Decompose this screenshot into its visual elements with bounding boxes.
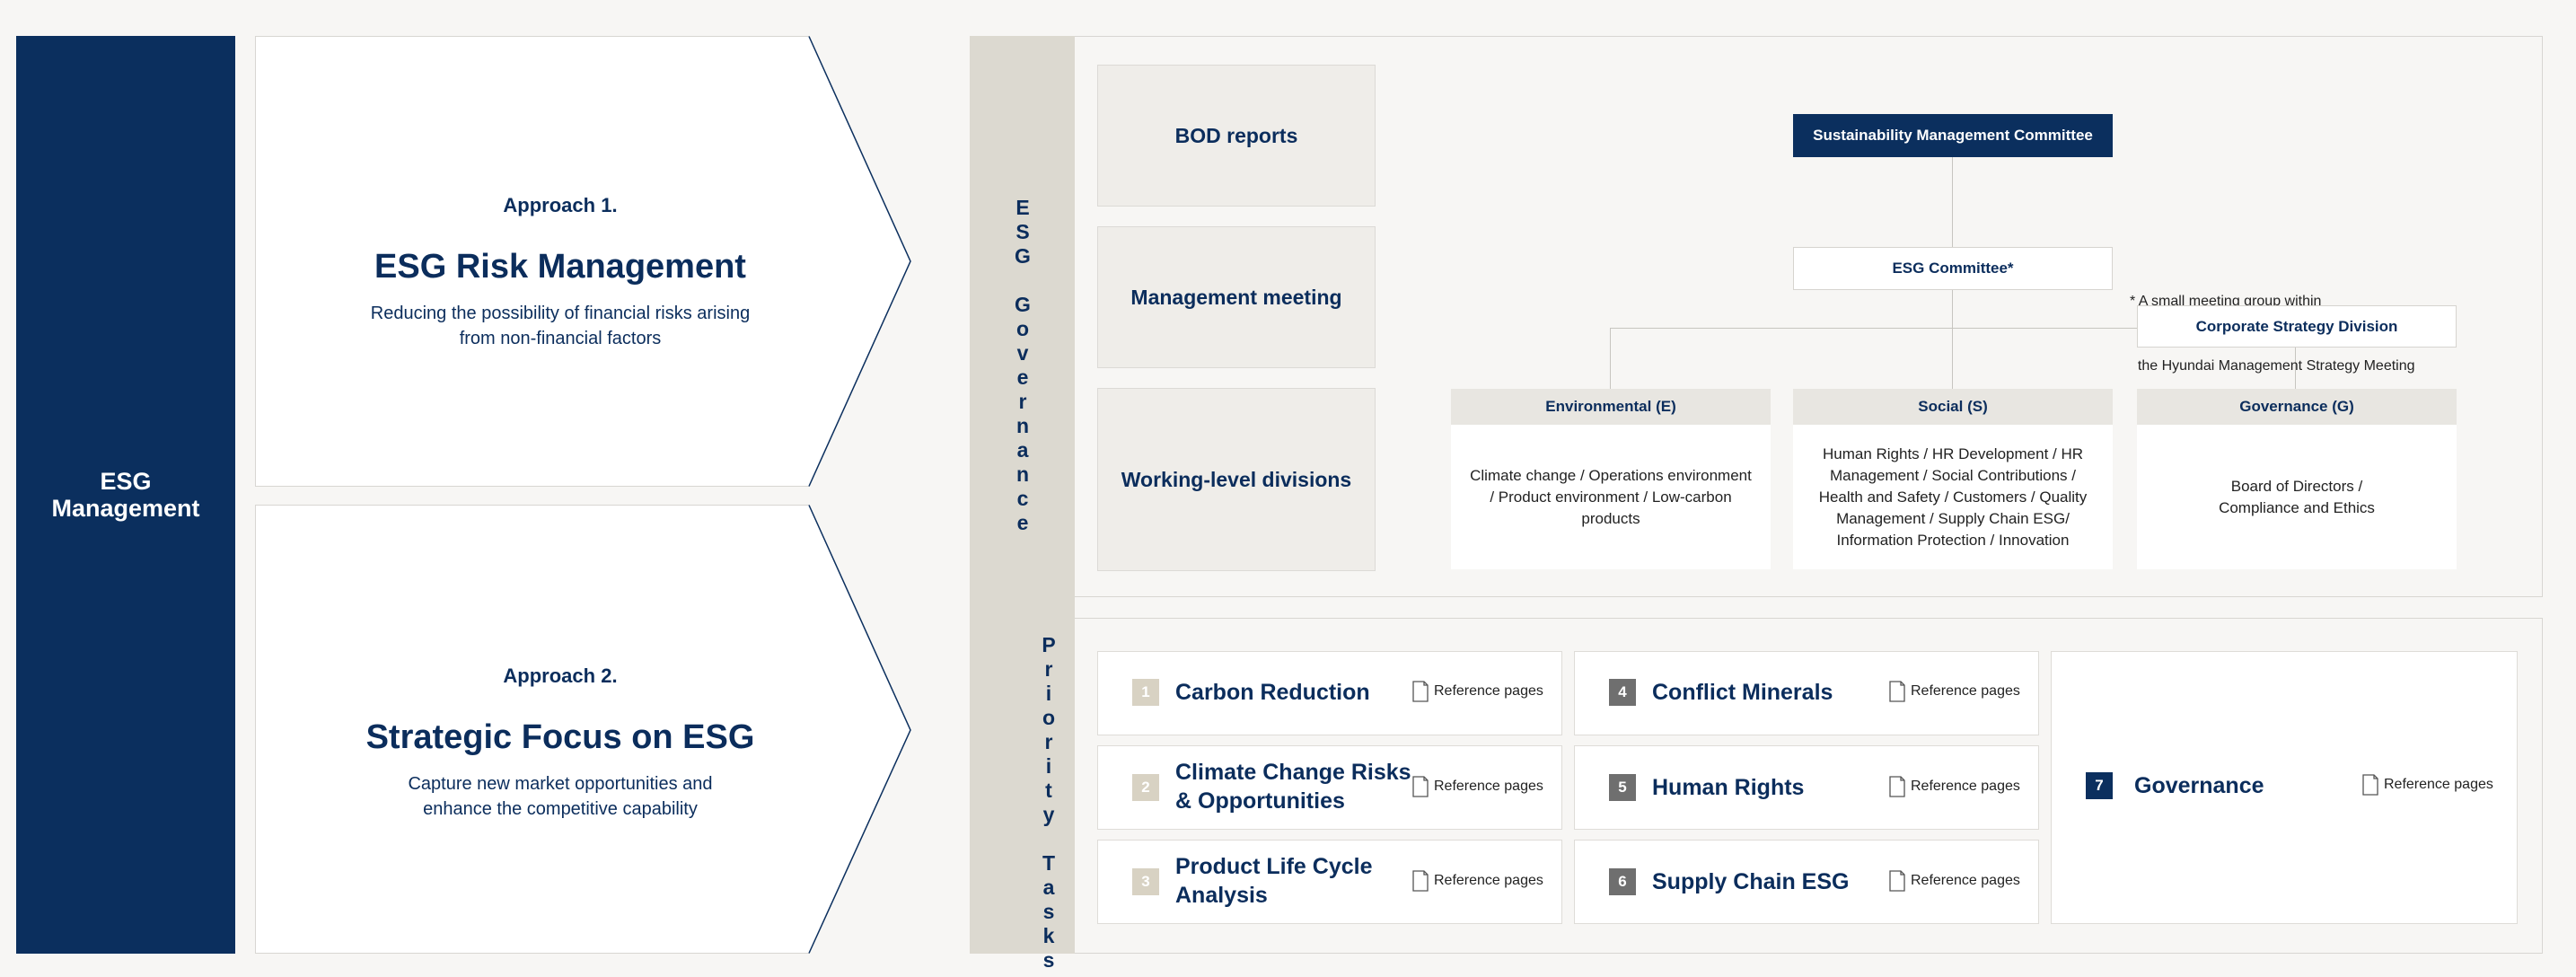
task-title-1: Carbon Reduction — [1175, 680, 1370, 705]
task-title-3: Product Life Cycle Analysis — [1175, 854, 1373, 908]
task-number-7: 7 — [2086, 772, 2113, 799]
document-icon — [2362, 774, 2378, 796]
task-number-5: 5 — [1609, 774, 1636, 801]
esg-management-label: ESG Management — [51, 468, 200, 522]
reference-pages-link-3[interactable]: Reference pages — [1412, 870, 1543, 892]
task-title-2: Climate Change Risks & Opportunities — [1175, 760, 1411, 814]
approach-2-desc-line-1: Capture new market opportunities and — [408, 774, 713, 794]
reference-pages-link-7[interactable]: Reference pages — [2362, 774, 2493, 796]
approach-1-title: ESG Risk Management — [374, 248, 746, 286]
reference-pages-link-1[interactable]: Reference pages — [1412, 681, 1543, 702]
connector-to-governance — [2295, 348, 2296, 389]
task-number-3: 3 — [1132, 868, 1159, 895]
document-icon — [1412, 776, 1429, 797]
approach-2-arrow — [255, 505, 911, 954]
category-social-body: Human Rights / HR Development / HR Manag… — [1793, 425, 2113, 569]
category-governance-head: Governance (G) — [2137, 389, 2457, 425]
task-card-2[interactable]: 2 Climate Change Risks & Opportunities R… — [1097, 745, 1562, 830]
document-icon — [1889, 681, 1905, 702]
approach-1-desc-line-2: from non-financial factors — [459, 329, 662, 348]
connector-to-environmental — [1610, 328, 1611, 389]
category-environmental-body: Climate change / Operations environment … — [1451, 425, 1771, 569]
category-governance-body: Board of Directors / Compliance and Ethi… — [2137, 425, 2457, 569]
corporate-strategy-division-box: Corporate Strategy Division — [2137, 305, 2457, 348]
level-working-divisions: Working-level divisions — [1097, 388, 1376, 571]
approach-2-content: Approach 2. Strategic Focus on ESG Captu… — [255, 665, 866, 822]
approach-1-arrow — [255, 36, 911, 487]
document-icon — [1412, 681, 1429, 702]
approach-2-label: Approach 2. — [503, 665, 618, 687]
connector-committee-to-esg — [1952, 157, 1953, 247]
reference-pages-link-2[interactable]: Reference pages — [1412, 776, 1543, 797]
task-card-1[interactable]: 1 Carbon Reduction Reference pages — [1097, 651, 1562, 735]
connector-esg-to-social — [1952, 290, 1953, 389]
esg-committee-note: * A small meeting group within the Hyund… — [2130, 294, 2415, 374]
document-icon — [1889, 870, 1905, 892]
task-card-3[interactable]: 3 Product Life Cycle Analysis Reference … — [1097, 840, 1562, 924]
approach-2-title: Strategic Focus on ESG — [365, 718, 755, 756]
task-title-6: Supply Chain ESG — [1652, 869, 1850, 894]
document-icon — [1412, 870, 1429, 892]
reference-pages-link-5[interactable]: Reference pages — [1889, 776, 2020, 797]
level-bod-reports: BOD reports — [1097, 65, 1376, 207]
task-title-5: Human Rights — [1652, 775, 1805, 800]
task-card-5[interactable]: 5 Human Rights Reference pages — [1574, 745, 2039, 830]
approach-1-content: Approach 1. ESG Risk Management Reducing… — [255, 194, 866, 351]
task-number-1: 1 — [1132, 679, 1159, 706]
task-number-2: 2 — [1132, 774, 1159, 801]
level-management-meeting: Management meeting — [1097, 226, 1376, 368]
task-card-6[interactable]: 6 Supply Chain ESG Reference pages — [1574, 840, 2039, 924]
task-card-4[interactable]: 4 Conflict Minerals Reference pages — [1574, 651, 2039, 735]
task-card-7[interactable]: 7 Governance Reference pages — [2051, 651, 2518, 924]
approach-2-desc-line-2: enhance the competitive capability — [423, 799, 698, 819]
category-environmental-head: Environmental (E) — [1451, 389, 1771, 425]
sustainability-committee-box: Sustainability Management Committee — [1793, 114, 2113, 157]
reference-pages-link-4[interactable]: Reference pages — [1889, 681, 2020, 702]
task-number-4: 4 — [1609, 679, 1636, 706]
approach-1-label: Approach 1. — [503, 194, 618, 216]
task-title-4: Conflict Minerals — [1652, 680, 1833, 705]
esg-governance-strip — [970, 36, 1075, 954]
esg-committee-box: ESG Committee* — [1793, 247, 2113, 290]
connector-horizontal — [1610, 328, 2137, 329]
document-icon — [1889, 776, 1905, 797]
category-social-head: Social (S) — [1793, 389, 2113, 425]
approach-1-desc-line-1: Reducing the possibility of financial ri… — [370, 304, 751, 323]
reference-pages-link-6[interactable]: Reference pages — [1889, 870, 2020, 892]
task-number-6: 6 — [1609, 868, 1636, 895]
esg-management-block: ESG Management — [16, 36, 235, 954]
task-title-7: Governance — [2134, 773, 2264, 798]
